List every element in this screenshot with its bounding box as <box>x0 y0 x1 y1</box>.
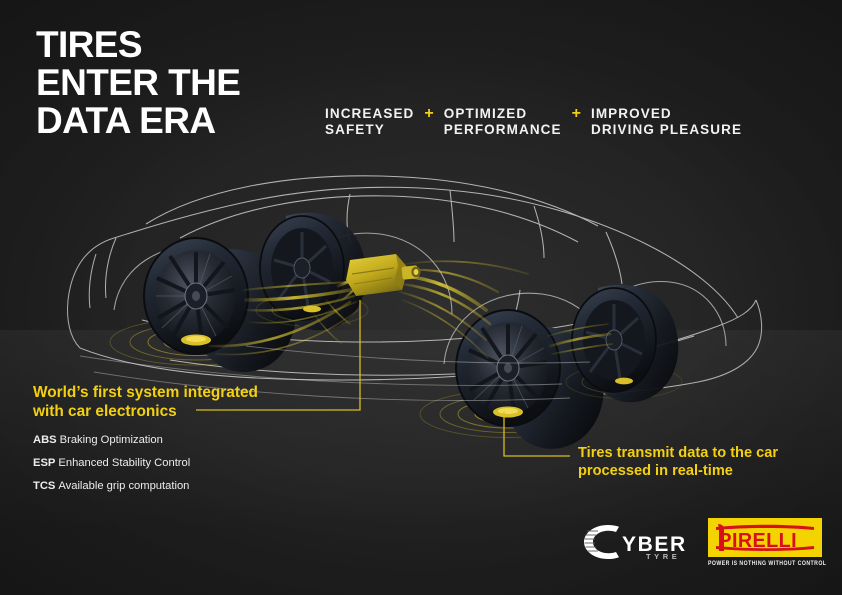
spec-desc: Braking Optimization <box>59 434 163 446</box>
callout-left: World’s first system integrated with car… <box>33 383 293 503</box>
benefit-increased-safety: INCREASED SAFETY <box>325 106 415 137</box>
page-title: TIRES ENTER THE DATA ERA <box>36 24 241 141</box>
spec-abbr: ESP <box>33 457 56 469</box>
pirelli-plate: PIRELLI <box>708 518 822 557</box>
benefit-separator-icon: + <box>424 105 434 122</box>
benefit-separator-icon: + <box>571 105 581 122</box>
benefits-row: INCREASED SAFETY + OPTIMIZED PERFORMANCE… <box>325 106 742 138</box>
callout-right: Tires transmit data to the car processed… <box>578 444 828 480</box>
benefit-improved-driving-pleasure: IMPROVED DRIVING PLEASURE <box>590 106 743 137</box>
tire-sensor-rear-right <box>615 377 633 385</box>
tire-c-icon <box>584 525 619 559</box>
pirelli-tagline: POWER IS NOTHING WITHOUT CONTROL <box>708 560 827 568</box>
pirelli-text: PIRELLI <box>718 530 797 552</box>
benefit-optimized-performance: OPTIMIZED PERFORMANCE <box>443 106 562 137</box>
tire-rear-right <box>565 284 683 403</box>
pirelli-wordmark-svg: PIRELLI <box>716 524 814 552</box>
callout-left-headline: World’s first system integrated with car… <box>33 384 258 420</box>
tyre-wordmark: TYRE <box>646 552 680 561</box>
spec-desc: Available grip computation <box>58 480 190 492</box>
cyber-tyre-logo: YBER TYRE <box>578 521 690 561</box>
ecu-module <box>346 254 421 296</box>
spec-desc: Enhanced Stability Control <box>58 457 191 469</box>
cyber-wordmark: YBER <box>622 533 687 556</box>
cyber-tyre-logo-svg: YBER TYRE <box>584 525 687 561</box>
spec-abbr: TCS <box>33 480 56 492</box>
pirelli-logo: PIRELLI POWER IS NOTHING WITHOUT CONTROL <box>708 518 827 576</box>
spec-abbr: ABS <box>33 434 57 446</box>
callout-right-headline: Tires transmit data to the car processed… <box>578 445 779 479</box>
